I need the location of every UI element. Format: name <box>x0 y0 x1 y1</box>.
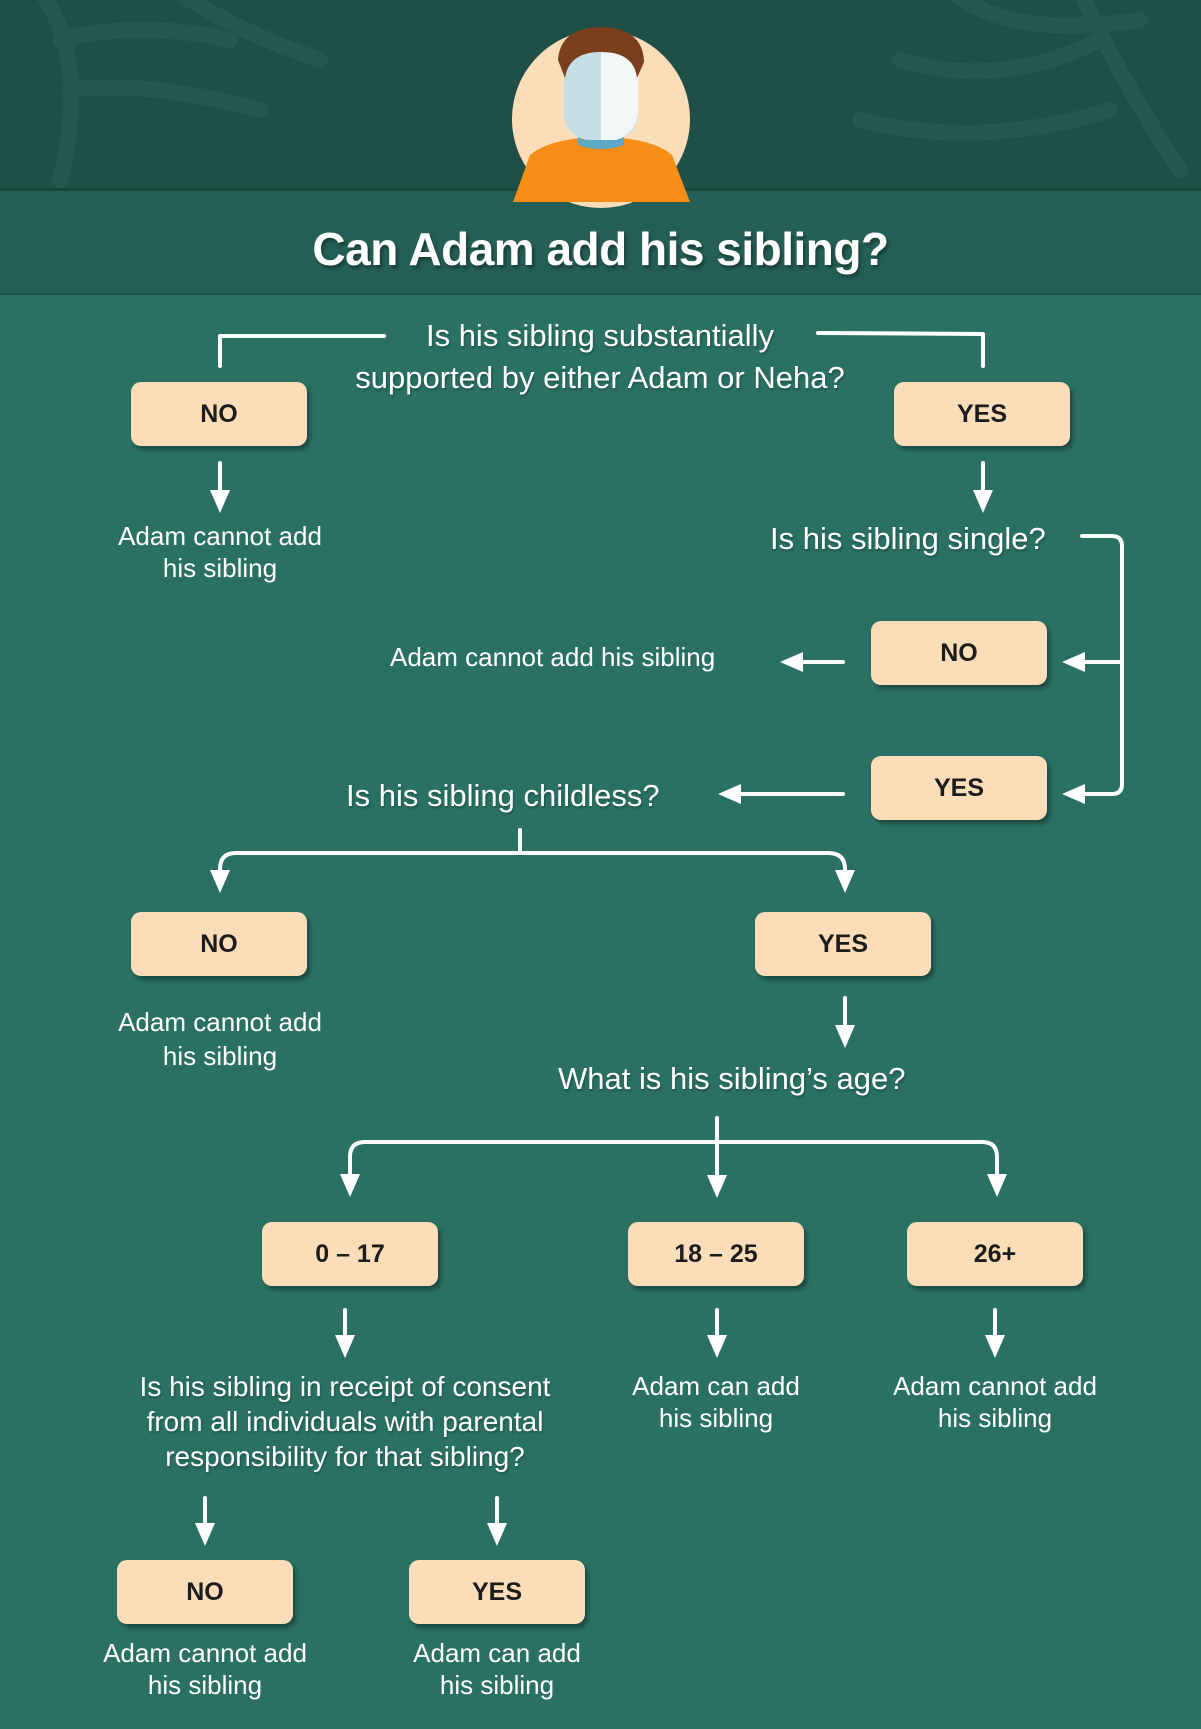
result-line: Adam cannot add <box>118 1007 322 1037</box>
answer-box-yes: YES <box>894 382 1070 446</box>
person-avatar-icon <box>512 27 690 208</box>
answer-box-no: NO <box>871 621 1047 685</box>
result-cannot-add: Adam cannot add his sibling <box>70 1006 370 1072</box>
result-cannot-add: Adam cannot add his sibling <box>70 520 370 584</box>
answer-box-no: NO <box>117 1560 293 1624</box>
question-age: What is his sibling’s age? <box>558 1061 906 1096</box>
answer-box-no: NO <box>131 382 307 446</box>
answer-box-age-18-25: 18 – 25 <box>628 1222 804 1286</box>
question-line: responsibility for that sibling? <box>165 1441 525 1472</box>
answer-box-yes: YES <box>409 1560 585 1624</box>
answer-box-age-0-17: 0 – 17 <box>262 1222 438 1286</box>
result-cannot-add: Adam cannot add his sibling <box>845 1370 1145 1434</box>
result-line: Adam cannot add <box>118 521 322 551</box>
result-line: Adam can add <box>413 1638 581 1668</box>
question-parental-consent: Is his sibling in receipt of consent fro… <box>95 1369 595 1474</box>
question-childless: Is his sibling childless? <box>346 778 660 813</box>
result-can-add: Adam can add his sibling <box>347 1637 647 1701</box>
result-line: his sibling <box>162 553 278 583</box>
page-title: Can Adam add his sibling? <box>312 223 889 275</box>
answer-box-yes: YES <box>755 912 931 976</box>
answer-box-age-26-plus: 26+ <box>907 1222 1083 1286</box>
result-line: his sibling <box>937 1403 1053 1433</box>
question-line: Is his sibling substantially <box>425 318 775 353</box>
result-can-add: Adam can add his sibling <box>566 1370 866 1434</box>
result-line: Adam cannot add <box>103 1638 307 1668</box>
result-line: his sibling <box>147 1670 263 1700</box>
result-line: his sibling <box>658 1403 774 1433</box>
question-line: from all individuals with parental <box>146 1406 544 1437</box>
result-line: Adam can add <box>632 1371 800 1401</box>
answer-box-yes: YES <box>871 756 1047 820</box>
answer-box-no: NO <box>131 912 307 976</box>
result-line: Adam cannot add <box>893 1371 1097 1401</box>
question-substantially-supported: Is his sibling substantially supported b… <box>300 318 900 395</box>
question-line: supported by either Adam or Neha? <box>355 360 845 395</box>
result-line: his sibling <box>162 1041 278 1071</box>
result-cannot-add: Adam cannot add his sibling <box>390 642 716 672</box>
result-line: his sibling <box>439 1670 555 1700</box>
result-cannot-add: Adam cannot add his sibling <box>55 1637 355 1701</box>
leaf-pattern <box>37 0 1188 188</box>
question-single: Is his sibling single? <box>770 521 1046 556</box>
question-line: Is his sibling in receipt of consent <box>139 1371 551 1402</box>
